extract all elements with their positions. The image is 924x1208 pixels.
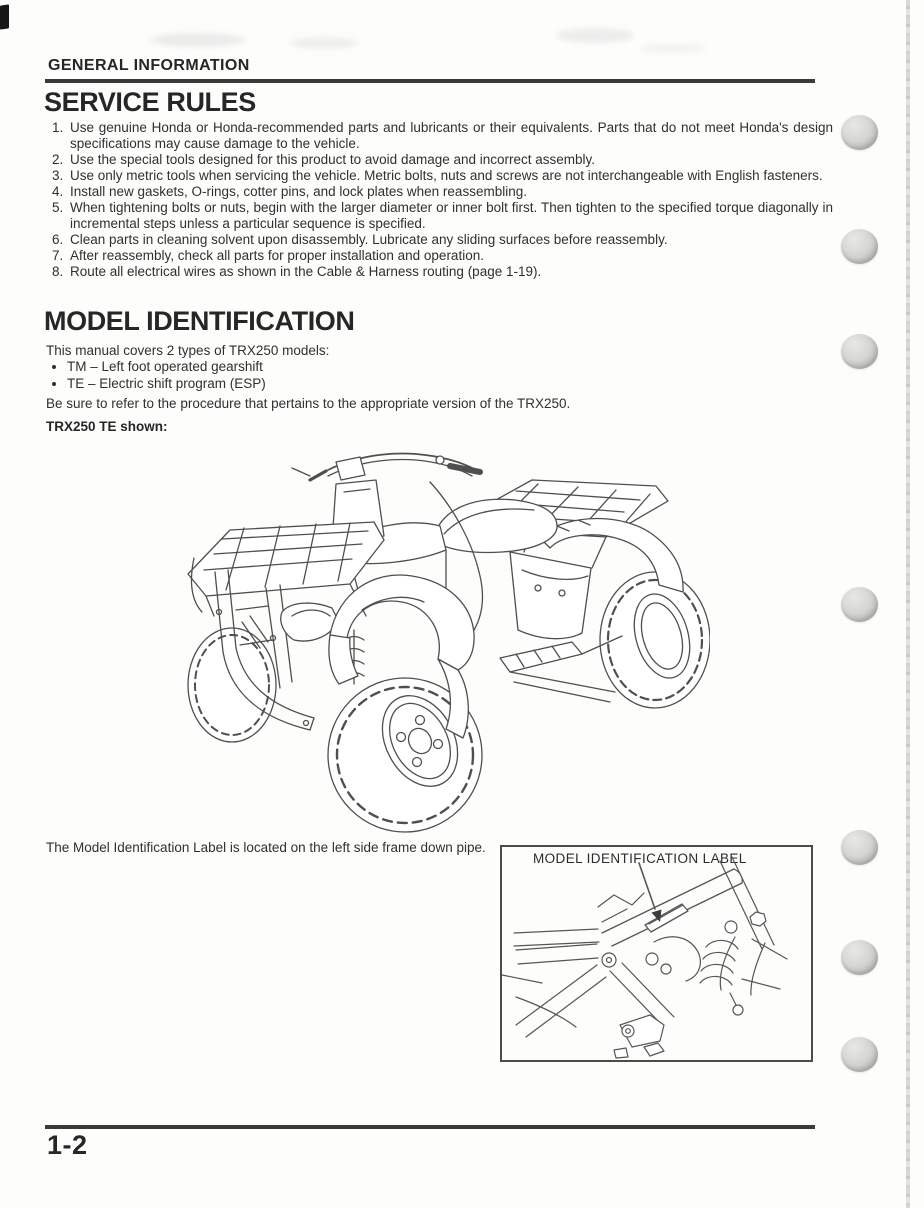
service-rules-list: Use genuine Honda or Honda-recommended p… <box>48 120 833 280</box>
header-rule <box>45 79 815 83</box>
binder-hole <box>841 1037 878 1072</box>
binder-hole <box>841 229 878 264</box>
model-id-note: Be sure to refer to the procedure that p… <box>46 396 571 411</box>
figure-caption: TRX250 TE shown: <box>46 419 168 434</box>
right-frame-tube <box>719 856 775 950</box>
frame-down-pipe <box>601 868 743 947</box>
service-rule-item: Use only metric tools when servicing the… <box>67 168 833 184</box>
near-front-wheel <box>327 677 483 833</box>
footer-rule <box>45 1125 815 1129</box>
left-frame-tubes <box>513 928 617 1038</box>
binder-hole <box>841 334 878 369</box>
rear-fender <box>509 517 684 640</box>
binder-hole <box>841 940 878 975</box>
brake-cable <box>429 481 484 631</box>
model-id-label-sticker <box>644 903 689 933</box>
label-figure-title: MODEL IDENTIFICATION LABEL <box>533 851 747 866</box>
pointer-arrow-icon <box>638 862 662 922</box>
background-frame-lines <box>502 892 788 1028</box>
handlebar <box>291 452 483 482</box>
binder-hole <box>841 115 878 150</box>
model-identification-heading: MODEL IDENTIFICATION <box>44 306 355 336</box>
rear-wheel <box>599 571 710 709</box>
front-rack <box>187 521 385 617</box>
lower-frame-tube <box>609 962 675 1059</box>
page-number: 1-2 <box>47 1130 88 1160</box>
service-rules-heading: SERVICE RULES <box>44 87 256 117</box>
service-rule-item: Use the special tools designed for this … <box>67 152 833 168</box>
headlight <box>280 602 339 642</box>
service-rule-item: Route all electrical wires as shown in t… <box>67 264 833 280</box>
shock-absorber <box>699 920 766 1016</box>
binder-hole <box>841 587 878 622</box>
label-location-caption: The Model Identification Label is locate… <box>46 840 486 855</box>
model-type-item: TE – Electric shift program (ESP) <box>67 376 266 393</box>
section-header: GENERAL INFORMATION <box>48 57 250 74</box>
service-rule-item: After reassembly, check all parts for pr… <box>67 248 833 264</box>
page-torn-edge <box>906 0 910 1208</box>
front-fender <box>328 574 475 739</box>
binder-hole <box>841 830 878 865</box>
scan-smudge <box>640 44 706 53</box>
label-figure-box: MODEL IDENTIFICATION LABEL <box>500 845 813 1062</box>
scan-smudge <box>290 37 358 49</box>
scan-smudge <box>150 33 245 47</box>
frame-detail-drawing <box>502 856 788 1059</box>
scan-smudge <box>556 28 634 43</box>
model-id-intro: This manual covers 2 types of TRX250 mod… <box>46 343 330 358</box>
far-front-wheel <box>187 627 277 743</box>
service-rule-item: When tightening bolts or nuts, begin wit… <box>67 200 833 232</box>
model-type-item: TM – Left foot operated gearshift <box>67 359 266 376</box>
model-types-list: TM – Left foot operated gearshift TE – E… <box>50 359 266 392</box>
service-rule-item: Install new gaskets, O-rings, cotter pin… <box>67 184 833 200</box>
scan-corner-mark <box>0 4 9 30</box>
atv-line-drawing <box>187 452 710 833</box>
front-bumper <box>190 557 315 731</box>
seat <box>432 498 558 554</box>
service-rule-item: Clean parts in cleaning solvent upon dis… <box>67 232 833 248</box>
service-rule-item: Use genuine Honda or Honda-recommended p… <box>67 120 833 152</box>
footboard-and-frame <box>499 635 623 703</box>
